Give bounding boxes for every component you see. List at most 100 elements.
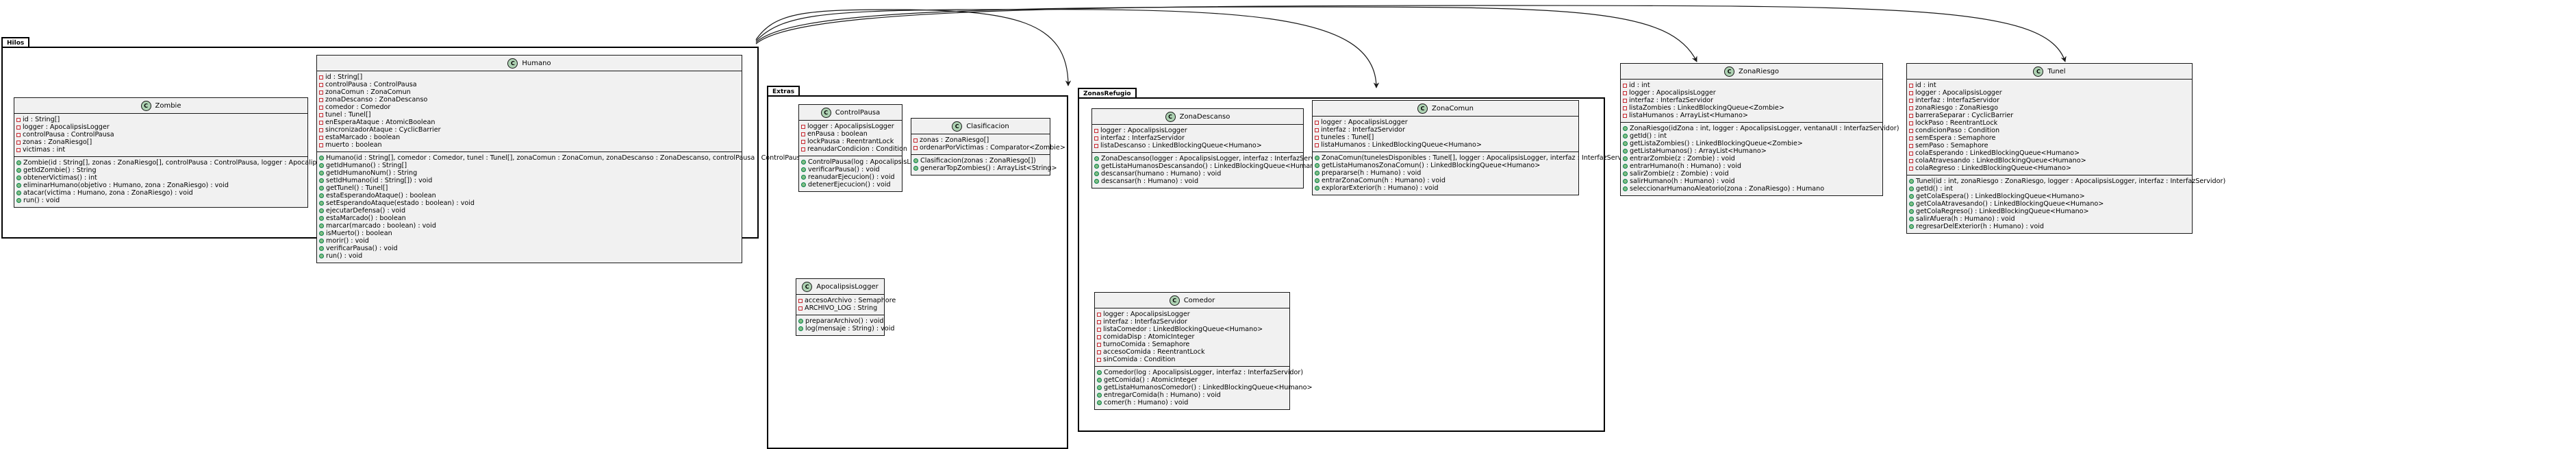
- field: interfaz : InterfazServidor: [1915, 97, 1999, 104]
- field: condicionPaso : Condition: [1915, 127, 2000, 134]
- private-marker-icon: [16, 147, 21, 152]
- private-marker-icon: [319, 82, 323, 87]
- field: logger : ApocalipsisLogger: [1629, 89, 1716, 97]
- public-marker-icon: [1623, 141, 1628, 146]
- public-marker-icon: [1909, 202, 1914, 206]
- method: Tunel(id : int, zonaRiesgo : ZonaRiesgo,…: [1916, 178, 2226, 185]
- private-marker-icon: [319, 120, 323, 125]
- method: estaMarcado() : boolean: [326, 215, 406, 222]
- public-marker-icon: [16, 175, 21, 180]
- field: accesoArchivo : Semaphore: [805, 297, 896, 304]
- public-marker-icon: [1909, 224, 1914, 229]
- field: listaZombies : LinkedBlockingQueue<Zombi…: [1629, 104, 1784, 112]
- public-marker-icon: [319, 254, 324, 258]
- private-marker-icon: [1623, 106, 1627, 110]
- class-badge-icon: C: [2033, 66, 2044, 77]
- field: zonas : ZonaRiesgo[]: [23, 138, 92, 146]
- private-marker-icon: [1097, 327, 1101, 332]
- private-marker-icon: [1097, 335, 1101, 339]
- private-marker-icon: [1909, 166, 1913, 171]
- class-name: Humano: [522, 59, 551, 67]
- class-name: ApocalipsisLogger: [816, 282, 879, 291]
- field: colaAtravesando : LinkedBlockingQueue<Hu…: [1915, 157, 2086, 165]
- public-marker-icon: [1623, 171, 1628, 176]
- public-marker-icon: [801, 175, 806, 180]
- field: logger : ApocalipsisLogger: [1321, 119, 1408, 126]
- method: eliminarHumano(objetivo : Humano, zona :…: [23, 182, 229, 189]
- public-marker-icon: [1315, 163, 1319, 168]
- method: prepararArchivo() : void: [805, 317, 884, 325]
- public-marker-icon: [1623, 164, 1628, 169]
- public-marker-icon: [319, 171, 324, 175]
- method: ZonaComun(tunelesDisponibles : Tunel[], …: [1322, 154, 1637, 162]
- field: colaEsperando : LinkedBlockingQueue<Huma…: [1915, 149, 2080, 157]
- method: setIdHumano(id : String[]) : void: [326, 177, 433, 184]
- private-marker-icon: [1315, 120, 1319, 125]
- public-marker-icon: [1623, 126, 1628, 131]
- private-marker-icon: [1097, 312, 1101, 317]
- method: morir() : void: [326, 237, 369, 245]
- field: interfaz : InterfazServidor: [1629, 97, 1713, 104]
- package-zonasrefugio-tab: ZonasRefugio: [1078, 88, 1137, 99]
- public-marker-icon: [1097, 385, 1102, 390]
- method: getTunel() : Tunel[]: [326, 184, 388, 192]
- method: seleccionarHumanoAleatorio(zona : ZonaRi…: [1630, 185, 1825, 193]
- private-marker-icon: [1097, 350, 1101, 354]
- field: controlPausa : ControlPausa: [325, 81, 417, 88]
- field: tunel : Tunel[]: [325, 111, 371, 119]
- method: run() : void: [326, 252, 363, 260]
- field: listaComedor : LinkedBlockingQueue<Human…: [1103, 326, 1263, 333]
- private-marker-icon: [319, 128, 323, 132]
- method: getColaEspera() : LinkedBlockingQueue<Hu…: [1916, 193, 2085, 200]
- public-marker-icon: [319, 231, 324, 236]
- private-marker-icon: [319, 75, 323, 80]
- public-marker-icon: [1094, 171, 1099, 176]
- class-name: Comedor: [1183, 296, 1215, 304]
- public-marker-icon: [1097, 378, 1102, 383]
- public-marker-icon: [319, 208, 324, 213]
- private-marker-icon: [1909, 128, 1913, 133]
- method: salirZombie(z : Zombie) : void: [1630, 170, 1729, 178]
- private-marker-icon: [1097, 342, 1101, 347]
- field: zonaRiesgo : ZonaRiesgo: [1915, 104, 1998, 112]
- method: Humano(id : String[], comedor : Comedor,…: [326, 154, 807, 162]
- method: getListaHumanosZonaComun() : LinkedBlock…: [1322, 162, 1541, 169]
- arrow-hilos-to-extras: [755, 9, 1072, 86]
- method: entregarComida(h : Humano) : void: [1104, 391, 1221, 399]
- method: obtenerVictimas() : int: [23, 174, 97, 182]
- method: getListaHumanosComedor() : LinkedBlockin…: [1104, 384, 1313, 391]
- private-marker-icon: [913, 138, 918, 143]
- method: Clasificacion(zonas : ZonaRiesgo[]): [920, 157, 1036, 165]
- field: id : String[]: [325, 73, 363, 81]
- class-badge-icon: C: [1417, 103, 1428, 114]
- method: atacar(victima : Humano, zona : ZonaRies…: [23, 189, 193, 197]
- field: interfaz : InterfazServidor: [1321, 126, 1405, 134]
- method: getColaRegreso() : LinkedBlockingQueue<H…: [1916, 208, 2089, 215]
- method: detenerEjecucion() : void: [808, 181, 891, 189]
- private-marker-icon: [1094, 136, 1098, 141]
- private-marker-icon: [16, 140, 21, 145]
- private-marker-icon: [801, 124, 805, 129]
- field: muerto : boolean: [325, 141, 382, 149]
- public-marker-icon: [319, 193, 324, 198]
- method: run() : void: [23, 197, 60, 204]
- method: ControlPausa(log : ApocalipsisLogger): [808, 158, 933, 166]
- public-marker-icon: [801, 182, 806, 187]
- public-marker-icon: [319, 223, 324, 228]
- public-marker-icon: [1623, 134, 1628, 138]
- private-marker-icon: [1909, 136, 1913, 141]
- method: entrarZonaComun(h : Humano) : void: [1322, 177, 1445, 184]
- method: setEsperandoAtaque(estado : boolean) : v…: [326, 199, 475, 207]
- private-marker-icon: [16, 117, 21, 122]
- field: zonas : ZonaRiesgo[]: [920, 136, 989, 144]
- field: logger : ApocalipsisLogger: [807, 123, 894, 130]
- private-marker-icon: [1909, 106, 1913, 110]
- private-marker-icon: [1909, 83, 1913, 88]
- method: getId() : int: [1916, 185, 1953, 193]
